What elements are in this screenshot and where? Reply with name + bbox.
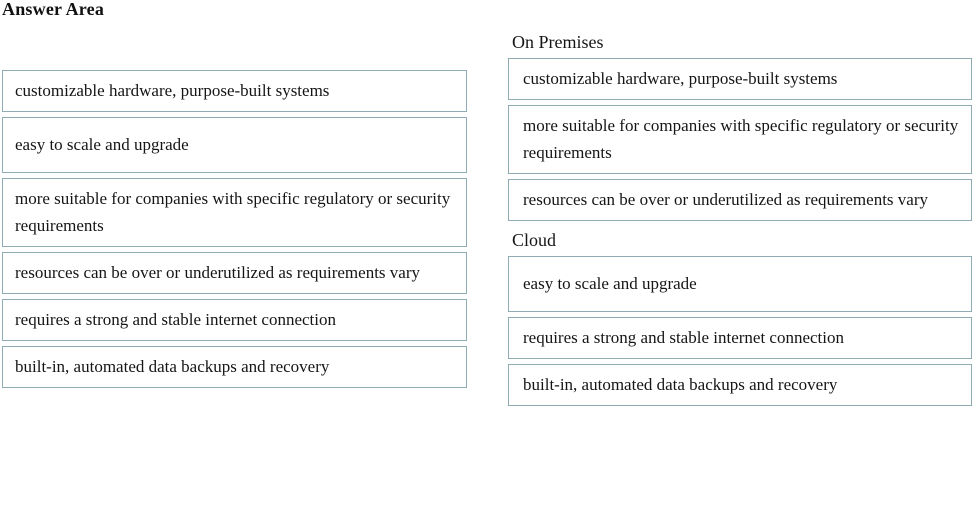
list-item[interactable]: easy to scale and upgrade	[2, 117, 467, 173]
list-item[interactable]: resources can be over or underutilized a…	[2, 252, 467, 294]
drop-zone-item[interactable]: built-in, automated data backups and rec…	[508, 364, 972, 406]
drop-zone-item[interactable]: requires a strong and stable internet co…	[508, 317, 972, 359]
drop-zones: On Premises customizable hardware, purpo…	[508, 30, 972, 411]
drop-zone-item[interactable]: resources can be over or underutilized a…	[508, 179, 972, 221]
list-item[interactable]: requires a strong and stable internet co…	[2, 299, 467, 341]
answer-options-list: customizable hardware, purpose-built sys…	[2, 70, 467, 393]
zone-label-cloud: Cloud	[512, 230, 557, 250]
list-item[interactable]: built-in, automated data backups and rec…	[2, 346, 467, 388]
drop-zone-item[interactable]: more suitable for companies with specifi…	[508, 105, 972, 174]
drop-zone-item[interactable]: easy to scale and upgrade	[508, 256, 972, 312]
zone-label-on-premises: On Premises	[512, 32, 604, 52]
list-item[interactable]: customizable hardware, purpose-built sys…	[2, 70, 467, 112]
list-item[interactable]: more suitable for companies with specifi…	[2, 178, 467, 247]
page-title: Answer Area	[2, 0, 105, 19]
drop-zone-item[interactable]: customizable hardware, purpose-built sys…	[508, 58, 972, 100]
